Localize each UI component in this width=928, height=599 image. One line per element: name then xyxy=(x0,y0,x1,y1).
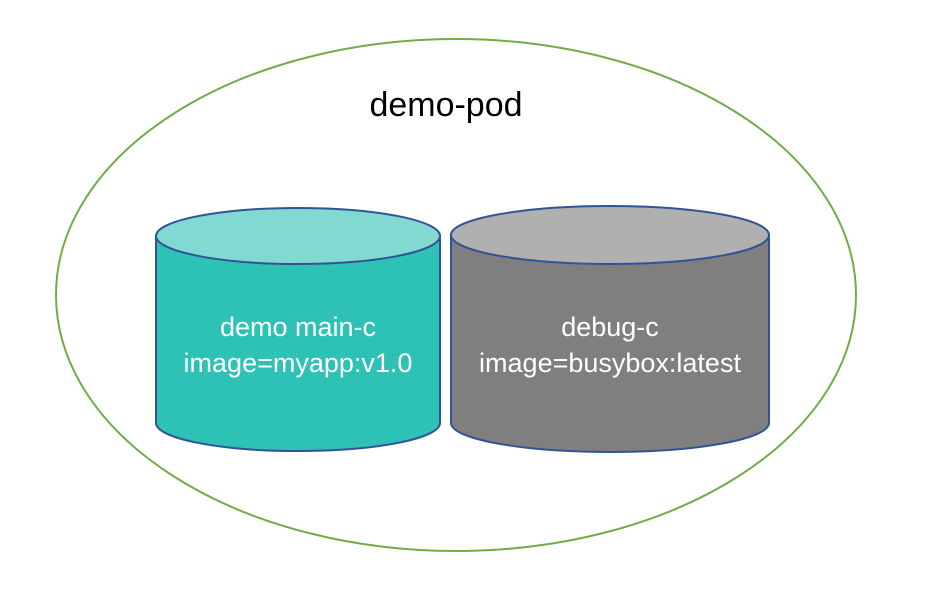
container-main-top xyxy=(155,207,441,265)
container-debug-image: image=busybox:latest xyxy=(479,348,741,378)
container-debug: debug-c image=busybox:latest xyxy=(450,205,770,453)
container-main-name: demo main-c xyxy=(220,312,376,342)
container-debug-body xyxy=(450,234,770,453)
container-main-body xyxy=(155,235,441,452)
pod-boundary xyxy=(55,38,857,552)
pod-title: demo-pod xyxy=(369,86,522,124)
container-debug-name: debug-c xyxy=(561,312,659,342)
container-main: demo main-c image=myapp:v1.0 xyxy=(155,207,441,452)
container-debug-top xyxy=(450,205,770,265)
container-main-image: image=myapp:v1.0 xyxy=(184,348,413,378)
